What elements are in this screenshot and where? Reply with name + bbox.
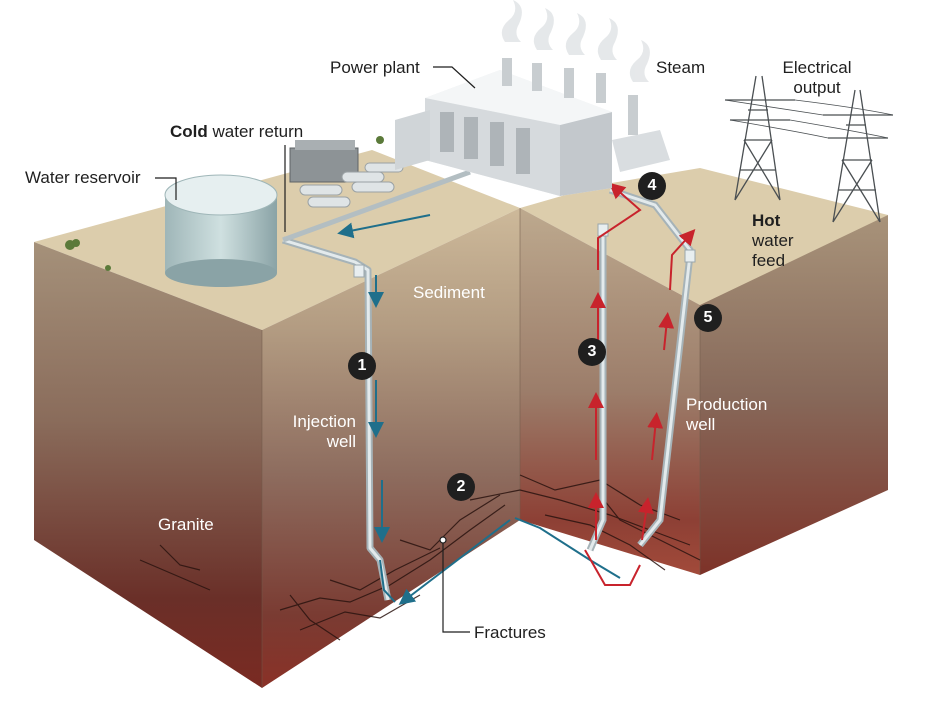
label-cold-water-return: Cold water return bbox=[170, 122, 303, 142]
step-badge-1: 1 bbox=[348, 352, 376, 380]
cold-water-flow bbox=[337, 214, 621, 605]
label-power-plant: Power plant bbox=[330, 58, 420, 77]
label-hot-water-line3: feed bbox=[752, 251, 786, 270]
label-hot-water-line2: water bbox=[752, 231, 794, 250]
step-badge-2: 2 bbox=[447, 473, 475, 501]
label-sediment: Sediment bbox=[413, 283, 485, 302]
leader-lines bbox=[155, 66, 476, 633]
step-badge-4: 4 bbox=[638, 172, 666, 200]
vegetation bbox=[65, 136, 384, 271]
production-well-pipes bbox=[586, 186, 696, 552]
equipment-cluster bbox=[289, 140, 404, 208]
step-badge-5: 5 bbox=[694, 304, 722, 332]
ground-right-face bbox=[700, 215, 888, 575]
ground-front-face bbox=[34, 242, 262, 688]
hot-water-flow bbox=[584, 182, 696, 586]
label-hot-water-feed: Hot water feed bbox=[752, 211, 794, 271]
step-badge-3: 3 bbox=[578, 338, 606, 366]
label-production-line1: Production bbox=[686, 395, 768, 414]
cold-return-pipe bbox=[282, 169, 471, 243]
power-plant-building bbox=[395, 0, 670, 196]
cutaway-back-wall bbox=[520, 208, 700, 575]
ground-front-main bbox=[262, 208, 520, 688]
water-reservoir-tank bbox=[164, 174, 278, 287]
label-production-line2: well bbox=[686, 415, 716, 434]
label-hot-word: Hot bbox=[752, 211, 781, 230]
label-water-return-text: water return bbox=[207, 122, 304, 141]
label-granite: Granite bbox=[158, 515, 214, 534]
label-cold-word: Cold bbox=[170, 122, 208, 141]
label-steam: Steam bbox=[656, 58, 706, 77]
label-electrical-output: Electrical output bbox=[772, 58, 862, 98]
transmission-towers bbox=[724, 75, 894, 223]
label-electrical-output-line1: Electrical bbox=[782, 58, 852, 77]
label-injection-line1: Injection bbox=[292, 412, 356, 431]
label-injection-well: Injection well bbox=[270, 412, 356, 452]
label-production-well: Production well bbox=[686, 395, 767, 435]
label-injection-line2: well bbox=[326, 432, 356, 451]
label-electrical-output-line2: output bbox=[793, 78, 841, 97]
label-fractures: Fractures bbox=[474, 623, 546, 642]
label-water-reservoir: Water reservoir bbox=[25, 168, 141, 187]
